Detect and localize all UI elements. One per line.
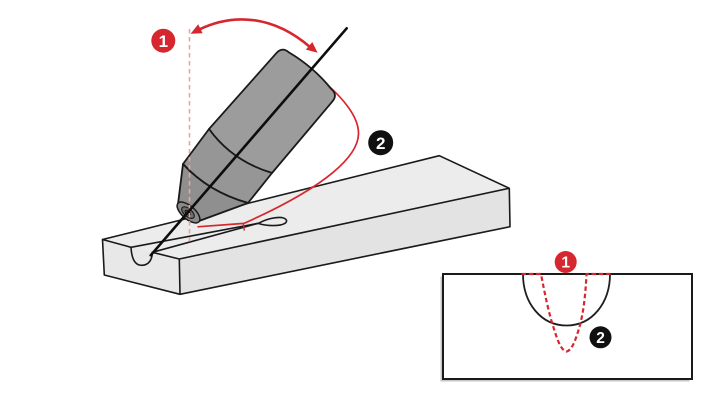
groove-line-near [151, 222, 260, 254]
electrode-axis-line [149, 26, 349, 257]
angle-adjustment-arrow [190, 18, 318, 53]
badge-label: 1 [159, 32, 168, 51]
groove-end-notch [130, 246, 154, 267]
arrowhead-right-icon [305, 42, 318, 53]
workpiece-edges [101, 154, 511, 296]
inset-badge-deep: 1 [554, 251, 577, 273]
tilt-angle-arc [197, 75, 360, 231]
workpiece-end-face [102, 239, 180, 295]
groove-line-far [130, 222, 260, 249]
arrowhead-left-icon [190, 24, 203, 34]
badge-label: 2 [376, 134, 385, 153]
workpiece-front-face [179, 188, 511, 295]
adjustment-arrow-curve [197, 18, 312, 49]
keyhole-teardrop [257, 216, 288, 227]
inset-badge-wide: 2 [589, 326, 612, 349]
badge-circle [368, 130, 394, 156]
tilt-angle-curve [197, 75, 360, 228]
wide-shallow-profile-curve [522, 273, 611, 327]
deep-narrow-profile-dashed-curve [521, 272, 612, 353]
inset-frame [442, 273, 693, 380]
tilt-angle-vertex-tick [242, 223, 245, 231]
badge-label: 2 [596, 330, 605, 347]
badge-circle [554, 251, 577, 273]
badge-circle [151, 28, 176, 53]
cross-section-inset: 1 2 [440, 251, 693, 382]
callout-badge-angle: 1 [151, 28, 176, 53]
workpiece [101, 154, 511, 296]
badge-label: 1 [561, 255, 570, 272]
callout-badge-tilt: 2 [368, 130, 394, 156]
badge-circle [589, 326, 612, 349]
